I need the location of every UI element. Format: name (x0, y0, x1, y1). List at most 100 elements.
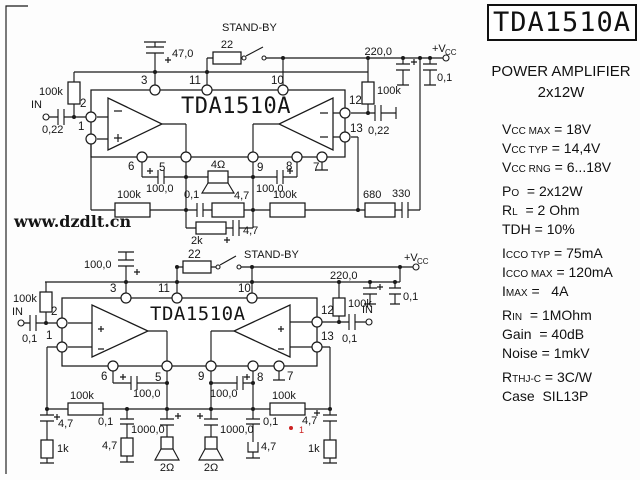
top-speaker-4ohm (200, 170, 236, 194)
resistor-100k-fb-right (269, 402, 306, 416)
bottom-pin-nodes (56, 292, 323, 372)
pin-label: 1 (46, 330, 52, 342)
standby-label: STAND-BY (222, 22, 277, 34)
pin-label: 13 (350, 123, 363, 135)
resistor-100k-label: 100k (348, 298, 372, 310)
pin-label: 5 (159, 162, 165, 174)
cap-01-label: 0,1 (437, 72, 452, 84)
standby-label: STAND-BY (244, 249, 299, 261)
top-opamp-right (277, 97, 334, 151)
cap-100-label: 100,0 (133, 388, 161, 400)
cap-01-label: 0,1 (403, 291, 418, 303)
plus-minus-marks (54, 269, 383, 420)
vcc-label: +V (432, 43, 446, 55)
bottom-labels: 100,0 22 STAND-BY 3 11 10 220,0 0,1 +V C… (12, 249, 429, 474)
resistor-100k-fb-left (67, 402, 104, 416)
pin-label: 3 (110, 283, 116, 295)
resistor-47-label: 4,7 (102, 440, 117, 452)
ic-name: TDA1510A (181, 94, 291, 119)
red-marks: 1 (289, 425, 304, 435)
bottom-opamp-right (232, 304, 291, 358)
pin-label: 13 (321, 331, 334, 343)
plus-minus-marks (114, 57, 417, 243)
spec-line: VCC TYP = 14,4V (502, 140, 601, 157)
pin-label: 11 (158, 283, 170, 295)
cap-47-label: 47,0 (172, 48, 193, 60)
bottom-speakers (154, 436, 224, 461)
spec-line: ICCO MAX = 120mA (502, 264, 613, 281)
top-junctions (72, 56, 432, 212)
pin-label: 8 (257, 372, 263, 384)
page-title: TDA1510A (492, 7, 632, 38)
speaker-icon (207, 170, 229, 184)
resistor-680-label: 680 (363, 189, 381, 201)
resistor-22 (212, 51, 242, 65)
resistor-100k-label: 100k (70, 390, 94, 402)
top-resistors (67, 51, 396, 235)
bottom-opamp-left (91, 304, 150, 358)
cap-47-label: 4,7 (261, 441, 276, 453)
pin-label: 11 (189, 75, 201, 87)
sheet-frame (5, 5, 28, 474)
pin-label: 2 (80, 98, 86, 110)
spec-line: RIN = 1MOhm (502, 307, 592, 324)
resistor-2k-label: 2k (191, 235, 203, 247)
cap-220-label: 220,0 (364, 46, 392, 58)
resistor-100k-label: 100k (273, 189, 297, 201)
cap-100-label: 100,0 (84, 259, 112, 271)
pin-label: 6 (128, 161, 134, 173)
speaker-label: 2Ω (160, 462, 174, 474)
resistor-1k-right (323, 439, 337, 459)
pin-label: 10 (271, 75, 284, 87)
resistor-100k-label: 100k (117, 189, 141, 201)
cap-022-label: 0,22 (368, 125, 389, 137)
pin-label: 5 (155, 372, 161, 384)
pin-label: 7 (313, 162, 319, 174)
resistor-100k-input (67, 81, 81, 105)
resistor-22-label: 22 (221, 39, 233, 51)
subtitle-line2: 2x12W (537, 84, 585, 101)
resistor-100k-fb-right (269, 202, 306, 218)
resistor-1k-label: 1k (308, 443, 320, 455)
pin-label: 12 (349, 95, 362, 107)
cap-220-label: 220,0 (330, 270, 358, 282)
pin-label: 6 (101, 371, 107, 383)
pin-label: 9 (257, 162, 263, 174)
cap-01-label: 0,1 (98, 416, 113, 428)
vcc-label: +V (404, 252, 418, 264)
resistor-100k-label: 100k (13, 293, 37, 305)
pin-label: 8 (286, 161, 292, 173)
resistor-22-label: 22 (188, 249, 201, 261)
cap-1000-label: 1000,0 (220, 424, 254, 436)
spec-line: Noise = 1mkV (502, 345, 590, 361)
resistor-1k-left (40, 439, 54, 459)
pin-label: 10 (238, 283, 251, 295)
spec-line: Case SIL13P (502, 388, 589, 404)
pin-label: 12 (321, 305, 334, 317)
cap-100-label: 100,0 (146, 183, 174, 195)
cap-100-label: 100,0 (210, 388, 238, 400)
watermark: www.dzdlt.cn (13, 212, 132, 231)
speaker-label: 4Ω (211, 159, 225, 171)
cap-1000-label: 1000,0 (131, 424, 165, 436)
input-terminal-right (365, 318, 373, 326)
bottom-terminals (17, 263, 420, 327)
input-label: IN (31, 99, 42, 111)
switch-contact (236, 264, 242, 270)
resistor-4_7 (120, 437, 134, 457)
cap-100-label: 100,0 (256, 183, 284, 195)
spec-line: VCC MAX = 18V (502, 121, 592, 138)
resistor-100k-fb-left (114, 202, 151, 218)
pin-label: 9 (198, 371, 204, 383)
speaker-icon (204, 436, 218, 450)
top-terminals (42, 54, 450, 121)
spec-line: IMAX = 4A (502, 283, 569, 300)
vcc-terminal (442, 54, 450, 62)
top-pin-nodes (85, 84, 351, 163)
input-terminal-left (17, 319, 25, 327)
input-terminal (42, 113, 50, 121)
spec-line: RL = 2 Ohm (502, 202, 580, 219)
cap-01-label: 0,1 (22, 333, 37, 345)
resistor-22 (182, 260, 212, 274)
